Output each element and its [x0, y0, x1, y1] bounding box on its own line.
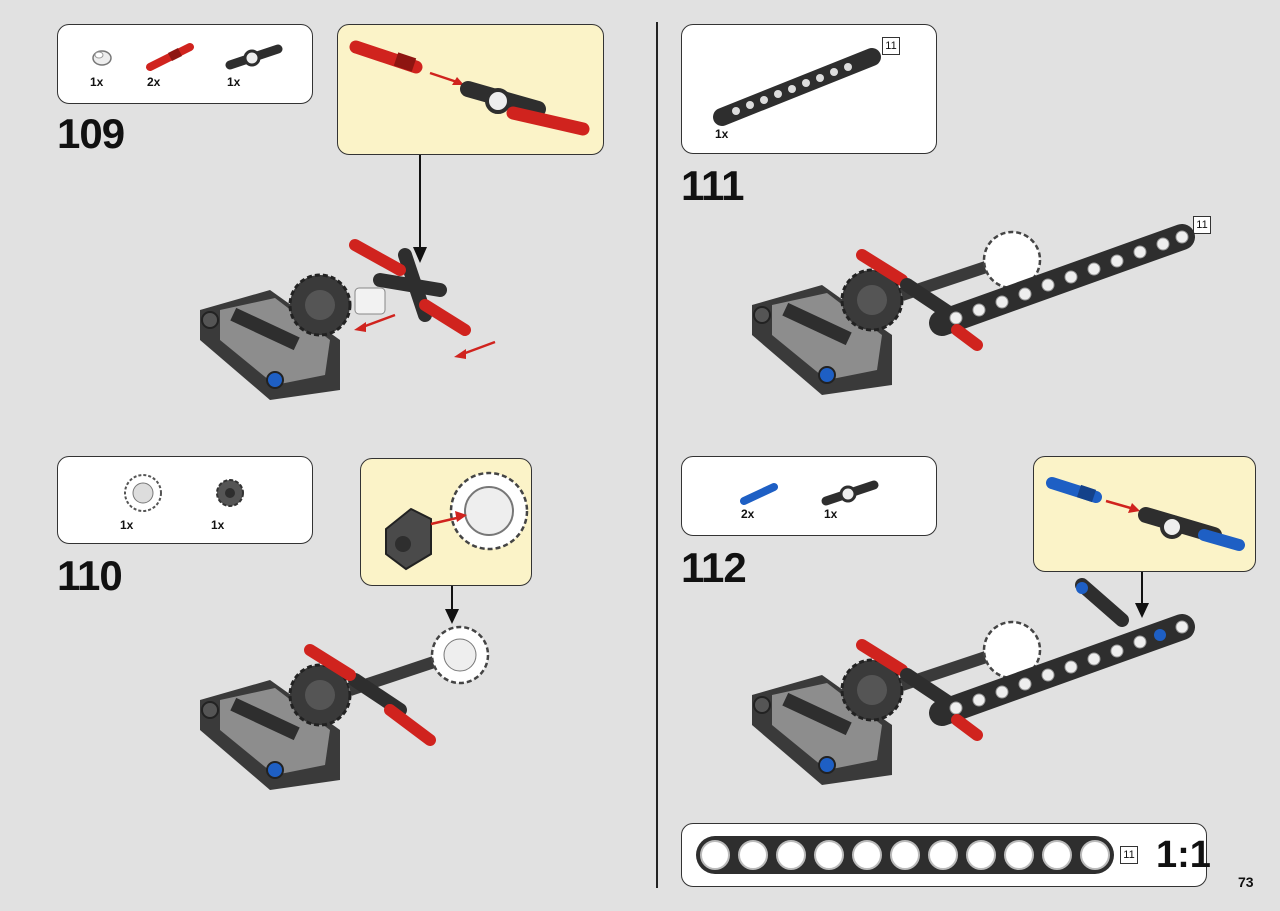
subassembly-illustration	[385, 471, 529, 571]
scale-box: 11 1:1	[681, 823, 1211, 887]
gear-hub-icon	[216, 479, 244, 507]
step-number: 109	[57, 110, 125, 157]
parts-box-step-110: 1x 1x	[57, 456, 313, 544]
model-step-111	[752, 224, 1195, 395]
arrow-down-icon	[1135, 572, 1149, 618]
gear-ring-icon	[124, 474, 162, 512]
parts-box-step-111: 1x 11	[681, 24, 937, 154]
page-number: 73	[1238, 874, 1254, 890]
blue-axle-pin-icon	[740, 483, 778, 505]
beam-11-icon	[713, 48, 881, 126]
red-axle-pin-icon	[146, 43, 194, 71]
cross-block-icon	[821, 480, 879, 506]
part-qty: 1x	[211, 518, 225, 532]
part-qty: 1x	[90, 75, 104, 89]
subassembly-illustration	[1046, 477, 1245, 551]
part-qty: 2x	[741, 507, 755, 521]
step-number: 112	[681, 544, 747, 591]
cross-block-icon	[225, 44, 283, 70]
length-badge: 11	[882, 37, 900, 55]
step-number: 110	[57, 552, 123, 599]
length-badge: 11	[1120, 846, 1138, 864]
model-step-109	[200, 239, 496, 400]
callout-step-112	[1033, 456, 1256, 572]
page-divider	[656, 22, 658, 888]
step-number: 111	[681, 162, 744, 209]
model-step-110	[200, 625, 490, 790]
part-qty: 2x	[147, 75, 161, 89]
bush-icon	[92, 50, 112, 66]
beam-11-actual-size	[696, 836, 1114, 874]
model-step-112	[752, 578, 1195, 785]
part-qty: 1x	[120, 518, 134, 532]
parts-box-step-112: 2x 1x	[681, 456, 937, 536]
arrow-down-icon	[445, 586, 459, 624]
part-qty: 1x	[227, 75, 241, 89]
part-qty: 1x	[715, 127, 729, 141]
scale-label: 1:1	[1156, 834, 1211, 876]
part-qty: 1x	[824, 507, 838, 521]
callout-step-109	[337, 24, 604, 155]
length-badge: 11	[1193, 216, 1211, 234]
arrow-down-icon	[413, 155, 427, 263]
callout-step-110	[360, 458, 532, 586]
subassembly-illustration	[349, 40, 590, 136]
parts-box-step-109: 1x 2x 1x	[57, 24, 313, 104]
